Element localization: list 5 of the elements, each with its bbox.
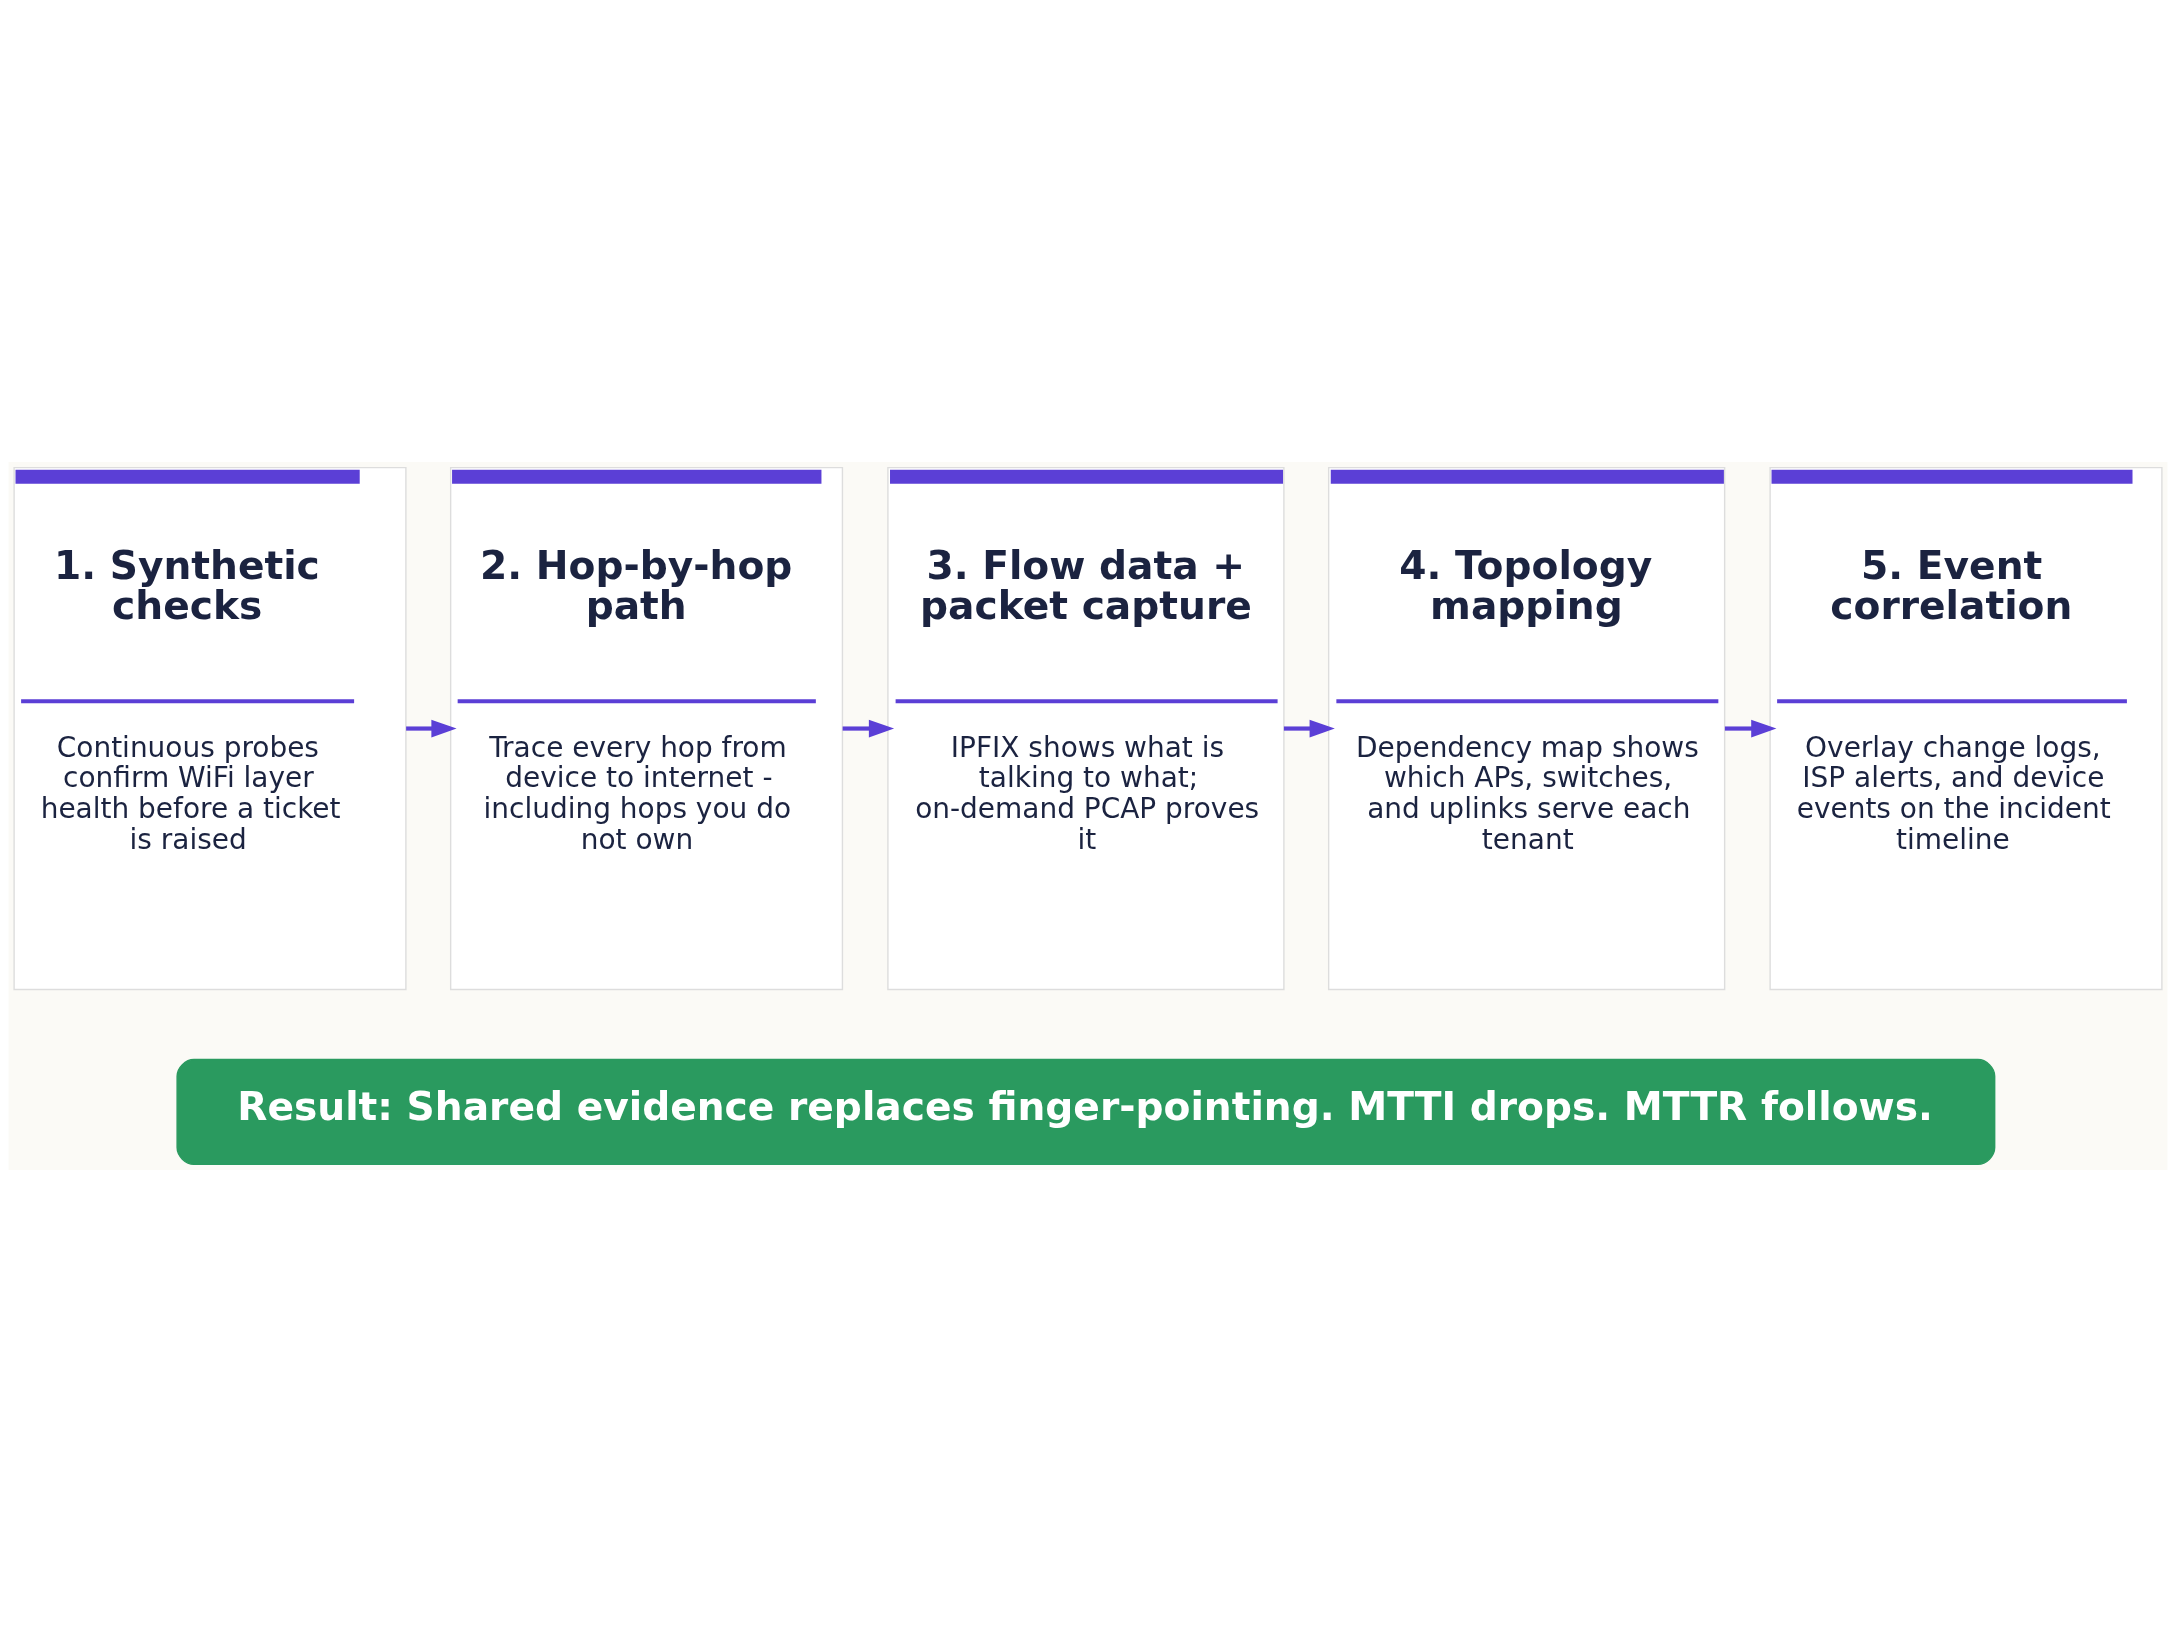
arrow [406,719,457,738]
arrow [1724,719,1777,738]
node-box: Result: Shared evidence replaces finger-pointing. MTTI drops. MTTR follows. [176,1058,1996,1166]
arrow [1283,719,1335,738]
arrow [842,719,895,738]
